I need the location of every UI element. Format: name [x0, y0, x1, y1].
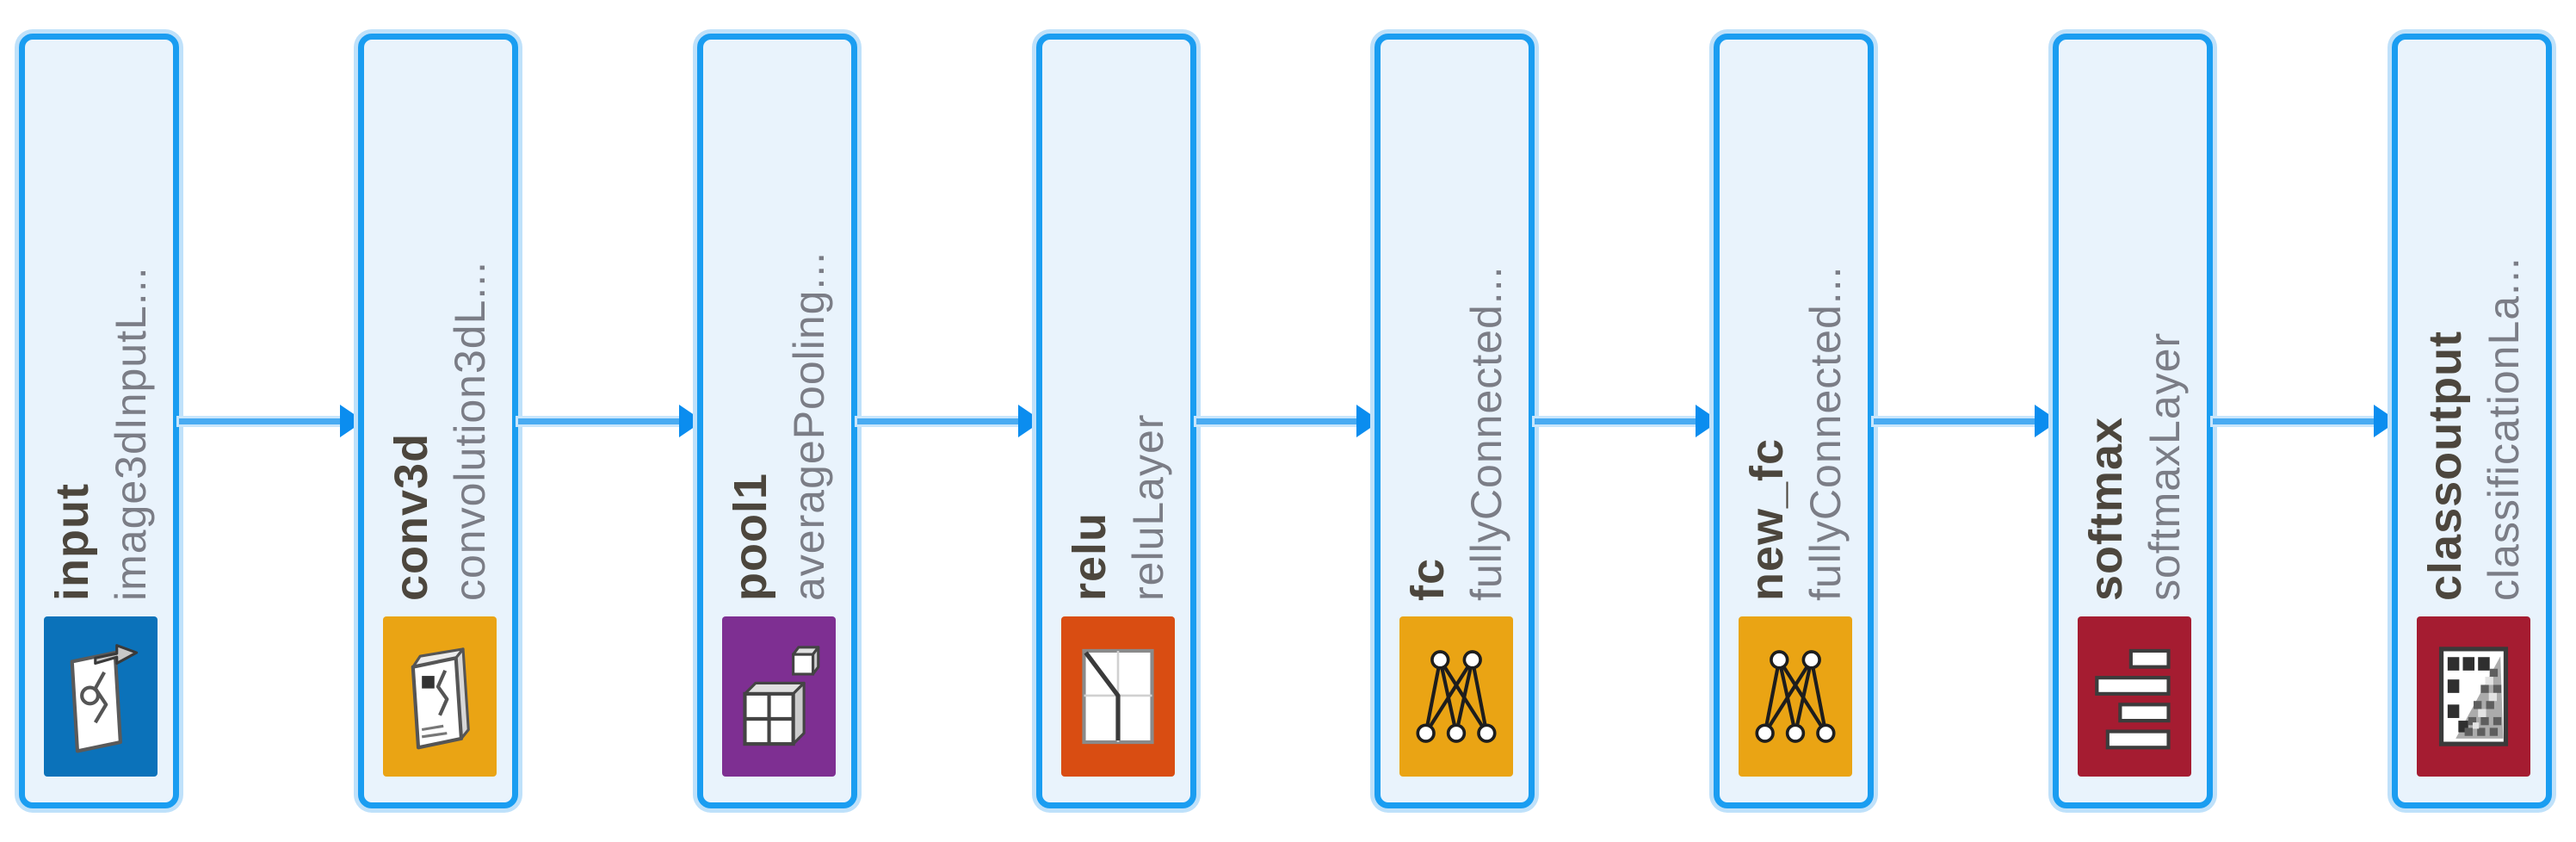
classification-icon: [2417, 616, 2531, 777]
relu-icon: [1060, 616, 1175, 777]
layer-type: reluLayer: [1123, 413, 1172, 601]
layer-node-new-fc[interactable]: new_fc fullyConnected...: [1714, 34, 1875, 808]
layer-type: softmaxLayer: [2140, 331, 2190, 601]
layer-name: softmax: [2080, 416, 2133, 601]
layer-node-relu[interactable]: relu reluLayer: [1035, 34, 1196, 808]
layer-labels: conv3d convolution3dL...: [385, 67, 495, 601]
layer-labels: new_fc fullyConnected...: [1741, 67, 1850, 601]
softmax-icon: [2078, 616, 2192, 777]
layer-node-fc[interactable]: fc fullyConnected...: [1374, 34, 1535, 808]
layer-node-pool1[interactable]: pool1 averagePooling...: [696, 34, 857, 808]
layer-type: averagePooling...: [785, 251, 834, 601]
average-pooling3d-icon: [721, 616, 836, 777]
connection-arrow[interactable]: [517, 405, 703, 437]
connection-arrow[interactable]: [1195, 405, 1381, 437]
connection-arrow[interactable]: [179, 405, 364, 437]
connection-arrow[interactable]: [1535, 405, 1720, 437]
layer-name: classoutput: [2419, 330, 2472, 601]
layer-type: convolution3dL...: [446, 260, 495, 601]
layer-labels: fc fullyConnected...: [1402, 67, 1511, 601]
layer-name: conv3d: [385, 432, 437, 601]
layer-type: classificationLa...: [2480, 257, 2529, 601]
layer-name: relu: [1063, 511, 1115, 601]
layer-node-softmax[interactable]: softmax softmaxLayer: [2053, 34, 2214, 808]
layer-name: input: [46, 483, 98, 601]
layer-labels: classoutput classificationLa...: [2419, 67, 2529, 601]
layer-node-input[interactable]: input image3dInputL...: [19, 34, 179, 808]
connection-arrow[interactable]: [2213, 405, 2399, 437]
layer-name: pool1: [724, 473, 776, 601]
layer-labels: input image3dInputL...: [46, 67, 156, 602]
layer-labels: softmax softmaxLayer: [2080, 67, 2190, 601]
layer-type: image3dInputL...: [107, 266, 156, 602]
image3d-input-icon: [44, 616, 158, 777]
fully-connected-icon: [1399, 616, 1514, 777]
layer-node-classoutput[interactable]: classoutput classificationLa...: [2392, 34, 2553, 808]
fully-connected-icon: [1739, 616, 1853, 777]
connection-arrow[interactable]: [856, 405, 1042, 437]
layer-name: new_fc: [1741, 437, 1794, 601]
connection-arrow[interactable]: [1874, 405, 2060, 437]
layer-name: fc: [1402, 557, 1455, 601]
layer-type: fullyConnected...: [1801, 265, 1850, 601]
layer-labels: pool1 averagePooling...: [724, 67, 834, 601]
convolution3d-icon: [382, 616, 497, 777]
layer-type: fullyConnected...: [1462, 265, 1511, 601]
layer-node-conv3d[interactable]: conv3d convolution3dL...: [357, 34, 518, 808]
layer-labels: relu reluLayer: [1063, 67, 1172, 601]
